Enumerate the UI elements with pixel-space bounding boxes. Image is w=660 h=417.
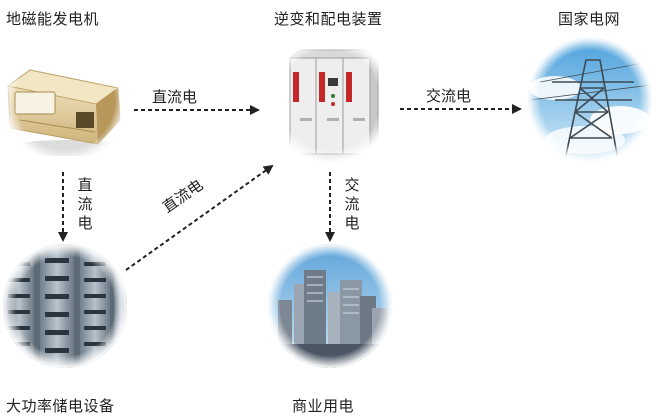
node-label-inverter: 逆变和配电装置: [274, 10, 383, 28]
edge-label-char: 流: [344, 195, 360, 213]
edge-label-char: 直: [77, 176, 93, 194]
storage-image: [3, 244, 127, 368]
commercial-image: [268, 244, 392, 368]
edge-label-char: 电: [344, 214, 360, 232]
edge-label-generator-to-inverter: 直流电: [152, 88, 198, 106]
inverter-image: [268, 38, 392, 162]
edge-label-char: 电: [77, 214, 93, 232]
generator-image: [3, 38, 127, 162]
node-label-storage: 大功率储电设备: [6, 397, 115, 415]
grid-image: [528, 38, 652, 162]
edge-label-inverter-to-grid: 交流电: [426, 87, 472, 105]
node-label-grid: 国家电网: [558, 10, 621, 28]
edge-label-generator-to-storage: 直 流 电: [76, 176, 94, 233]
arrow-storage-to-inverter: [125, 164, 274, 271]
edge-label-char: 流: [77, 195, 93, 213]
edge-label-char: 交: [344, 176, 360, 194]
node-label-commercial: 商业用电: [292, 397, 355, 415]
node-label-generator: 地磁能发电机: [6, 10, 100, 28]
edge-label-inverter-to-commercial: 交 流 电: [343, 176, 361, 233]
